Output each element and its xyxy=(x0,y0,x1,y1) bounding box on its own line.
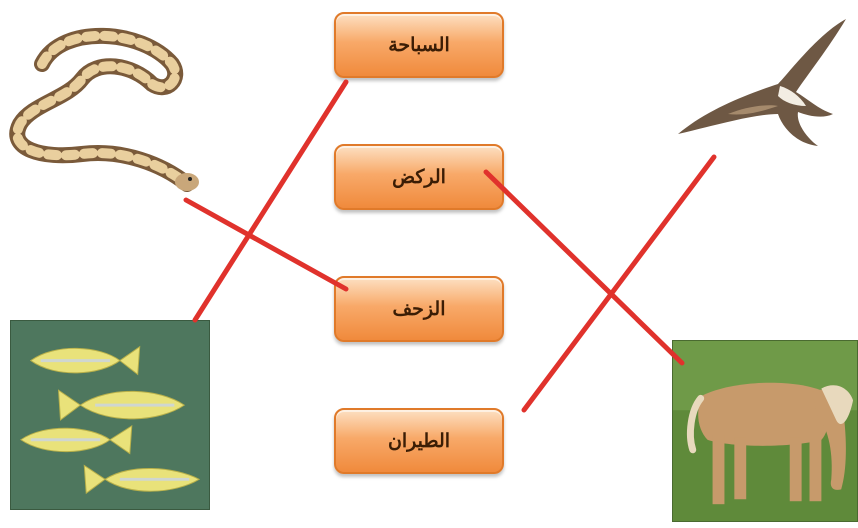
word-label-swimming: السباحة xyxy=(388,34,450,56)
match-line-snake-crawling xyxy=(183,197,349,292)
fish-image xyxy=(10,320,210,510)
bird-image xyxy=(678,19,846,146)
word-label-flying: الطيران xyxy=(387,430,451,452)
horse-image xyxy=(672,340,858,522)
word-label-crawling: الزحف xyxy=(392,298,446,320)
match-line-fish-swimming xyxy=(192,79,349,323)
snake-image xyxy=(9,27,199,192)
word-box-flying[interactable]: الطيران xyxy=(334,408,504,474)
word-box-running[interactable]: الركض xyxy=(334,144,504,210)
match-line-bird-flying xyxy=(521,154,717,413)
word-box-swimming[interactable]: السباحة xyxy=(334,12,504,78)
match-line-horse-running xyxy=(483,169,685,366)
word-label-running: الركض xyxy=(392,166,446,188)
word-box-crawling[interactable]: الزحف xyxy=(334,276,504,342)
